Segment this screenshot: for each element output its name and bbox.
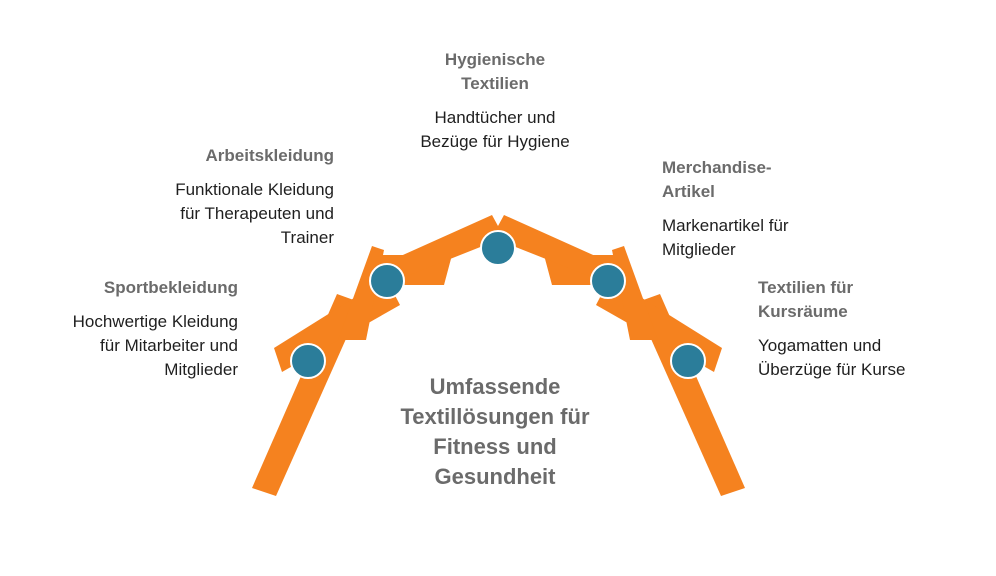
center-title: Umfassende Textillösungen für Fitness un… (400, 374, 590, 489)
item-title: Merchandise-Artikel (662, 158, 772, 201)
item-description: Yogamatten und Überzüge für Kurse (758, 336, 906, 379)
label-merchandise-artikel: Merchandise-Artikel Markenartikel für Mi… (662, 156, 822, 262)
item-description: Hochwertige Kleidung für Mitarbeiter und… (72, 312, 238, 379)
orange-arch (252, 215, 745, 496)
label-arbeitskleidung: Arbeitskleidung Funktionale Kleidung für… (170, 144, 334, 250)
item-title: Arbeitskleidung (205, 146, 334, 165)
node-marker-3 (480, 230, 516, 266)
item-title: Textilien für Kursräume (758, 278, 854, 321)
label-textilien-fuer-kursraeume: Textilien für Kursräume Yogamatten und Ü… (758, 276, 918, 382)
item-title: Sportbekleidung (103, 278, 238, 297)
item-description: Handtücher und Bezüge für Hygiene (420, 108, 570, 151)
node-marker-2 (369, 263, 405, 299)
label-hygienische-textilien: Hygienische Textilien Handtücher und Bez… (415, 48, 575, 154)
item-description: Funktionale Kleidung für Therapeuten und… (175, 180, 334, 247)
arch-leg-right (635, 294, 745, 496)
node-marker-1 (290, 343, 326, 379)
item-description: Markenartikel für Mitglieder (662, 216, 789, 259)
label-sportbekleidung: Sportbekleidung Hochwertige Kleidung für… (60, 276, 238, 382)
node-marker-4 (590, 263, 626, 299)
node-marker-5 (670, 343, 706, 379)
arch-leg-left (252, 294, 362, 496)
item-title: Hygienische Textilien (444, 50, 546, 93)
